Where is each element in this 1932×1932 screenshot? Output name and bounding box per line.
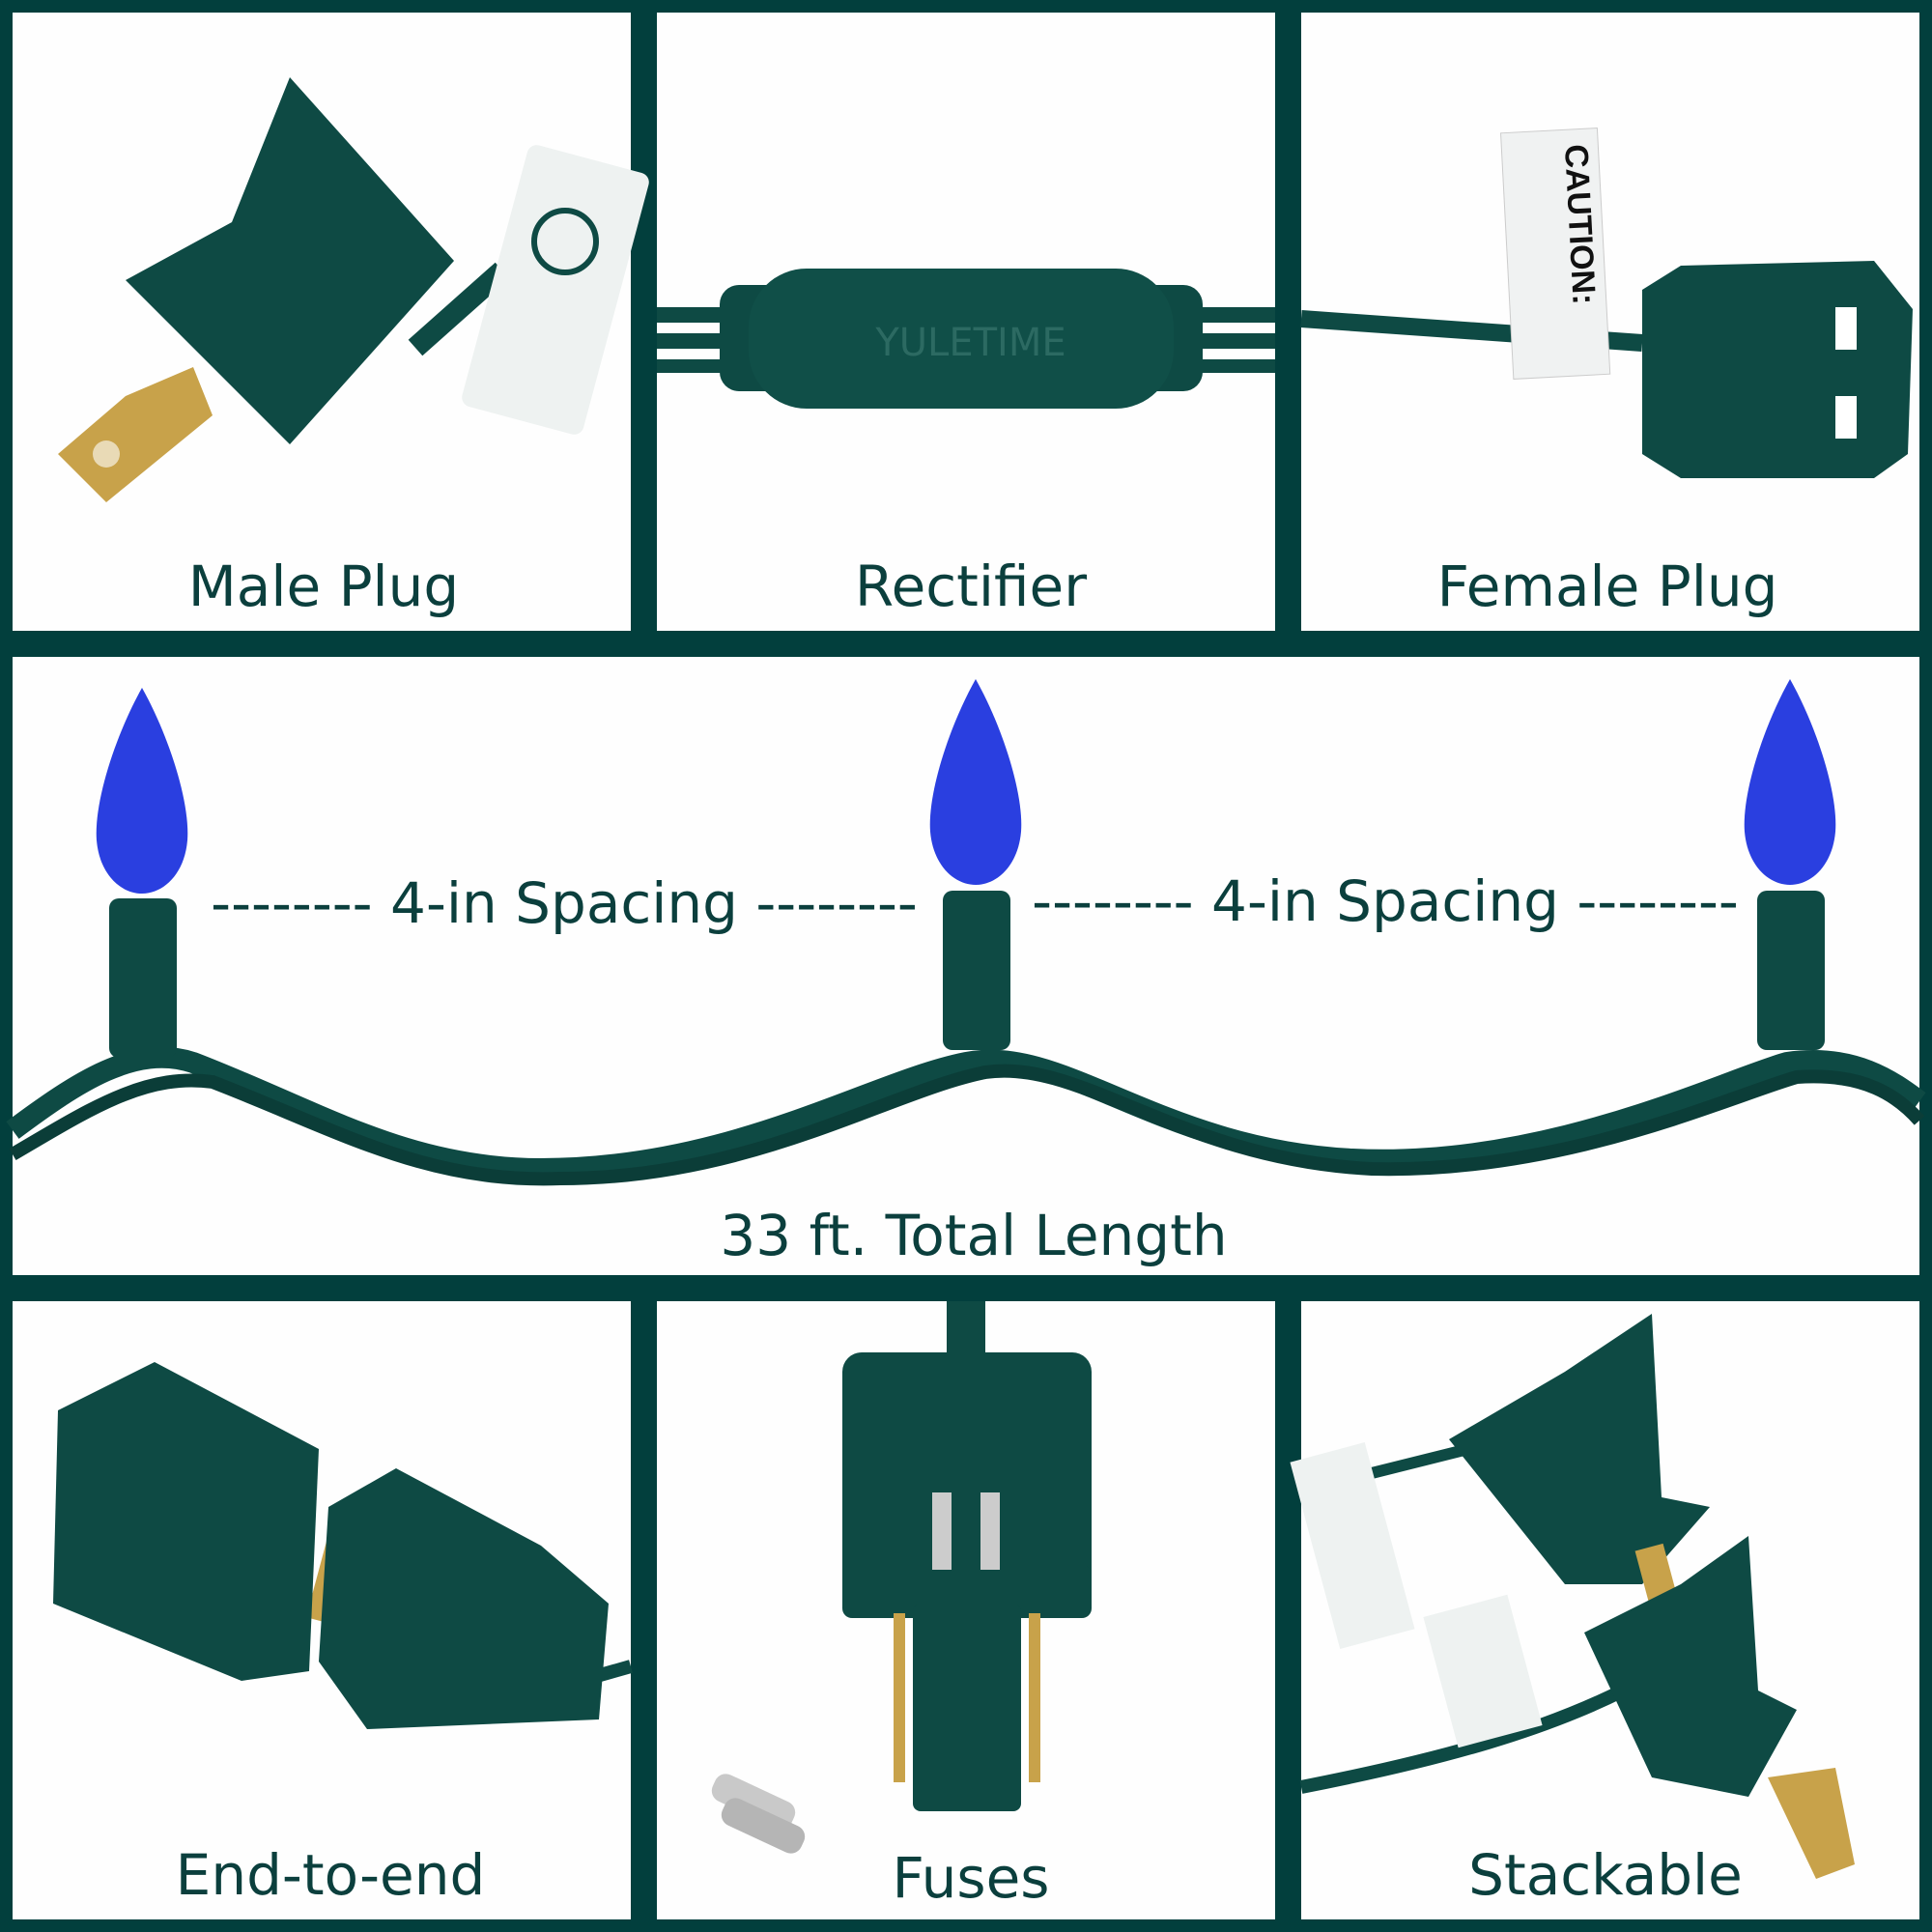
female-plug-image: CAUTION: bbox=[1300, 128, 1913, 478]
spacing-label-right: -------- 4-in Spacing -------- bbox=[1032, 868, 1739, 934]
total-length-label: 33 ft. Total Length bbox=[720, 1203, 1228, 1268]
yuletime-logo: YULETIME bbox=[874, 321, 1065, 365]
male-plug-image bbox=[58, 77, 649, 502]
spacing-label-left: -------- 4-in Spacing -------- bbox=[211, 870, 918, 936]
stackable-label: Stackable bbox=[1468, 1842, 1743, 1908]
rectifier-image: YULETIME bbox=[657, 269, 1275, 409]
bulb-3 bbox=[1744, 679, 1836, 1050]
end-to-end-label: End-to-end bbox=[175, 1842, 486, 1908]
bulb-2 bbox=[929, 679, 1022, 1050]
stackable-image bbox=[1290, 1314, 1855, 1879]
end-to-end-image bbox=[53, 1362, 633, 1729]
fuses-label: Fuses bbox=[892, 1845, 1050, 1911]
caution-tag: CAUTION: bbox=[1557, 143, 1603, 305]
light-string-image bbox=[6, 679, 1926, 1186]
bulb-1 bbox=[96, 688, 188, 1058]
female-plug-label: Female Plug bbox=[1436, 554, 1778, 619]
rectifier-label: Rectifier bbox=[854, 554, 1088, 619]
fuses-image bbox=[711, 1301, 1092, 1854]
male-plug-label: Male Plug bbox=[187, 554, 460, 619]
